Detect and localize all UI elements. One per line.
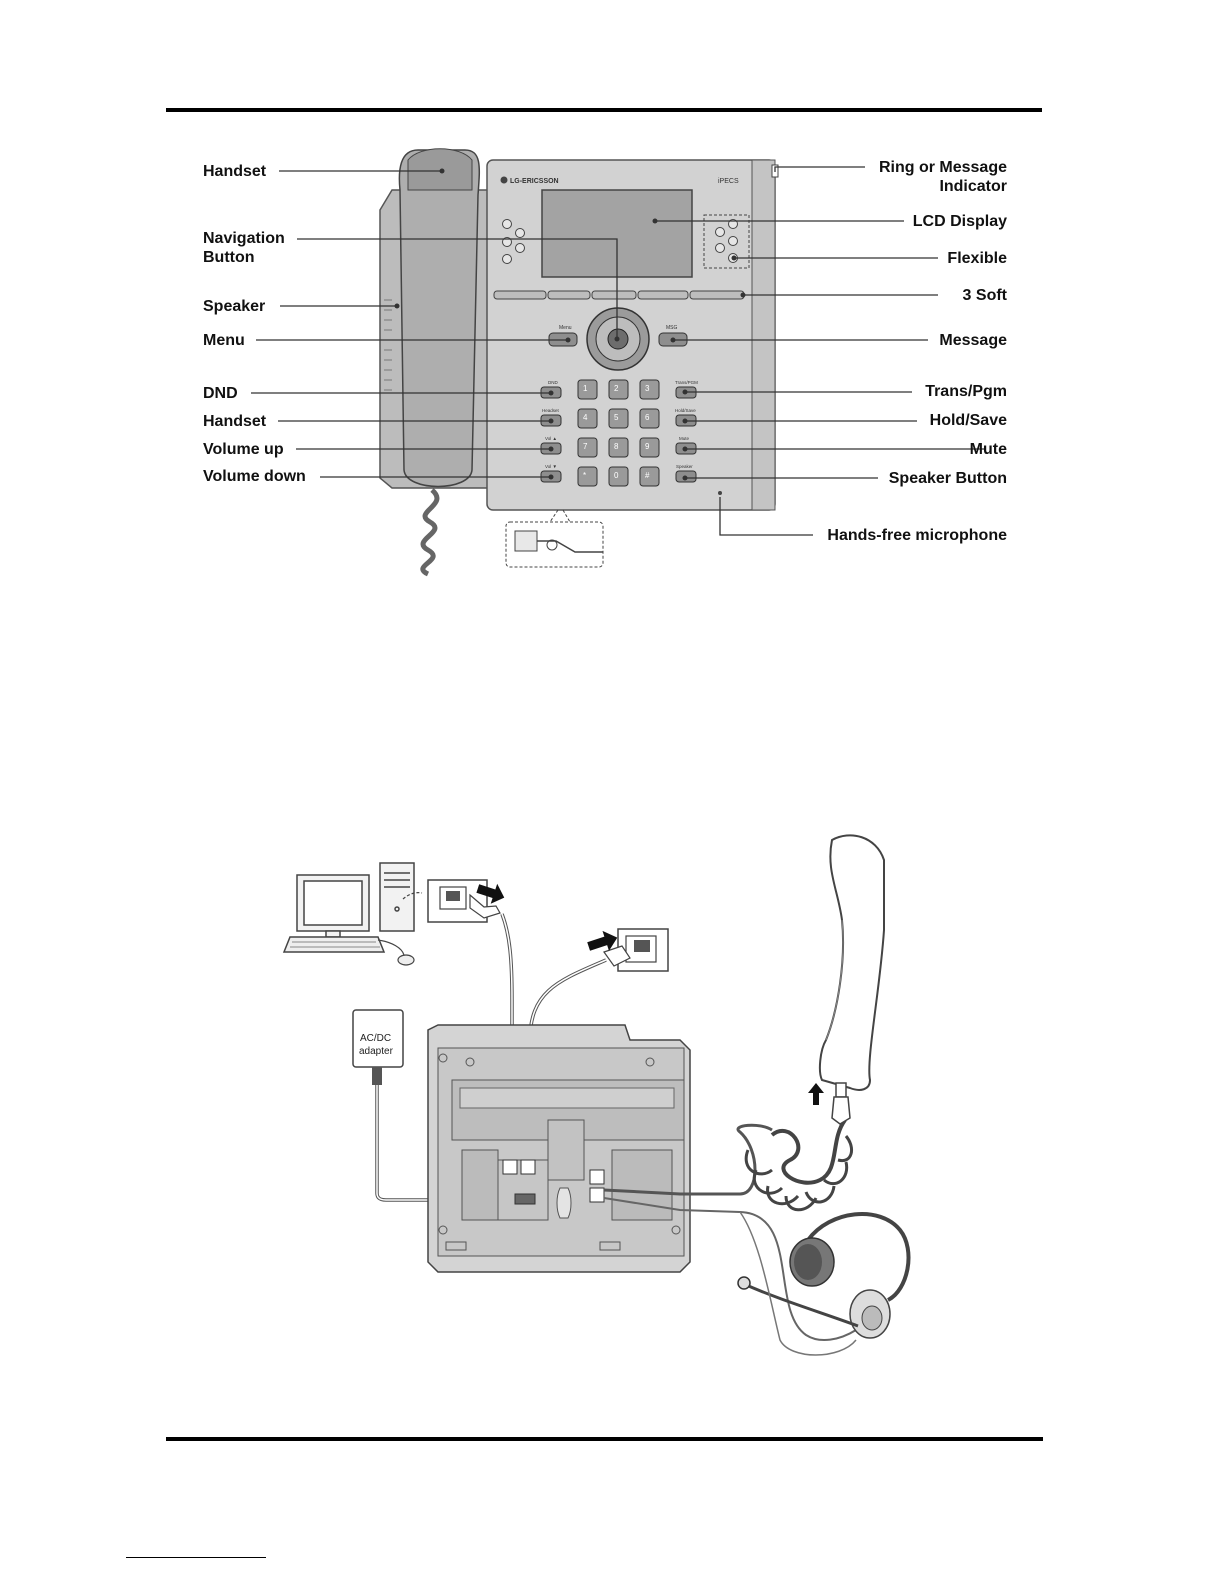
- top-rule: [166, 108, 1042, 112]
- keypad-key-label: 2: [614, 384, 619, 393]
- svg-text:DND: DND: [548, 380, 558, 385]
- left-flex-buttons: [502, 219, 525, 264]
- keypad-key: [639, 408, 660, 429]
- pc-tower: [379, 862, 415, 932]
- keypad-key: [577, 466, 598, 487]
- label-speaker-button: Speaker Button: [888, 470, 1007, 487]
- handset-cord: [420, 488, 440, 577]
- keypad-key-label: 0: [614, 471, 619, 480]
- mouse: [397, 954, 415, 966]
- keypad-key-label: 3: [645, 384, 650, 393]
- keypad-key-label: 9: [645, 442, 650, 451]
- svg-text:Menu: Menu: [559, 325, 572, 331]
- callout-lines: [251, 166, 985, 536]
- keypad-key: [639, 466, 660, 487]
- keypad-key-label: #: [645, 471, 650, 480]
- label-flexible: Flexible: [947, 250, 1007, 267]
- handset-cable: [603, 1123, 773, 1196]
- svg-text:Speaker: Speaker: [676, 464, 693, 469]
- svg-text:Headset: Headset: [542, 408, 560, 413]
- label-volume-down: Volume down: [203, 468, 306, 485]
- label-handset-2: Handset: [203, 413, 267, 430]
- label-ring-1: Ring or Message: [878, 159, 1007, 176]
- label-menu: Menu: [203, 332, 245, 349]
- keypad-key: [608, 379, 629, 400]
- handsfree-mic: [718, 491, 722, 495]
- keypad-key-label: 1: [583, 384, 588, 393]
- pc-monitor: [296, 874, 370, 938]
- keypad-key: [608, 466, 629, 487]
- svg-text:MSG: MSG: [666, 325, 678, 331]
- wall-lan-jack: [617, 928, 669, 972]
- dial-keypad: 1 2 3 4 5 6 7 8 9 * 0 #: [577, 379, 660, 487]
- label-handsfree-mic: Hands-free microphone: [827, 527, 1007, 544]
- svg-text:Hold/Save: Hold/Save: [675, 408, 696, 413]
- label-speaker: Speaker: [203, 298, 266, 315]
- soft-keys: [493, 290, 745, 300]
- bottom-rule: [166, 1437, 1043, 1441]
- handset: [398, 149, 480, 488]
- right-flex-buttons: [715, 219, 738, 263]
- label-dnd: DND: [203, 385, 238, 402]
- ac-dc-adapter: [352, 1009, 404, 1068]
- plug-arrow: [808, 1083, 824, 1105]
- keypad-key: [639, 437, 660, 458]
- svg-text:adapter: adapter: [359, 1046, 394, 1057]
- pc-lan-jack: [427, 879, 488, 923]
- keypad-key-label: 5: [614, 413, 619, 422]
- keypad-key: [577, 437, 598, 458]
- svg-text:Mute: Mute: [679, 436, 690, 441]
- label-mute: Mute: [969, 441, 1007, 458]
- label-lcd: LCD Display: [912, 213, 1007, 230]
- headset-device: [737, 1212, 911, 1339]
- phone-base-back: [427, 1024, 691, 1273]
- svg-text:Vol ▲: Vol ▲: [545, 436, 557, 441]
- model-logo: iPECS: [718, 178, 739, 185]
- keypad-key: [577, 379, 598, 400]
- phone-front-diagram: LG-ERICSSON iPECS Menu MSG DND Headset: [251, 148, 985, 577]
- keypad-key: [608, 437, 629, 458]
- label-navigation-1: Navigation: [203, 230, 285, 247]
- keypad-key: [608, 408, 629, 429]
- label-ring-2: Indicator: [939, 178, 1007, 195]
- svg-text:Vol ▼: Vol ▼: [545, 464, 557, 469]
- keyboard: [282, 936, 386, 953]
- keypad-key-label: 7: [583, 442, 588, 451]
- label-soft: 3 Soft: [962, 287, 1007, 304]
- svg-text:Trans/PGM: Trans/PGM: [675, 380, 698, 385]
- keypad-key-label: *: [583, 471, 586, 480]
- keypad-key: [577, 408, 598, 429]
- svg-text:AC/DC: AC/DC: [360, 1033, 391, 1044]
- label-hold: Hold/Save: [929, 412, 1007, 429]
- handset-right: [818, 834, 885, 1091]
- label-navigation-2: Button: [203, 249, 255, 266]
- keypad-key-label: 8: [614, 442, 619, 451]
- brand-logo: LG-ERICSSON: [510, 178, 559, 185]
- keypad-key: [639, 379, 660, 400]
- label-handset: Handset: [203, 163, 267, 180]
- keypad-key-label: 4: [583, 413, 588, 422]
- keypad-key-label: 6: [645, 413, 650, 422]
- label-volume-up: Volume up: [203, 441, 284, 458]
- label-message: Message: [939, 332, 1007, 349]
- label-trans: Trans/Pgm: [925, 383, 1007, 400]
- footnote-rule: [126, 1557, 266, 1558]
